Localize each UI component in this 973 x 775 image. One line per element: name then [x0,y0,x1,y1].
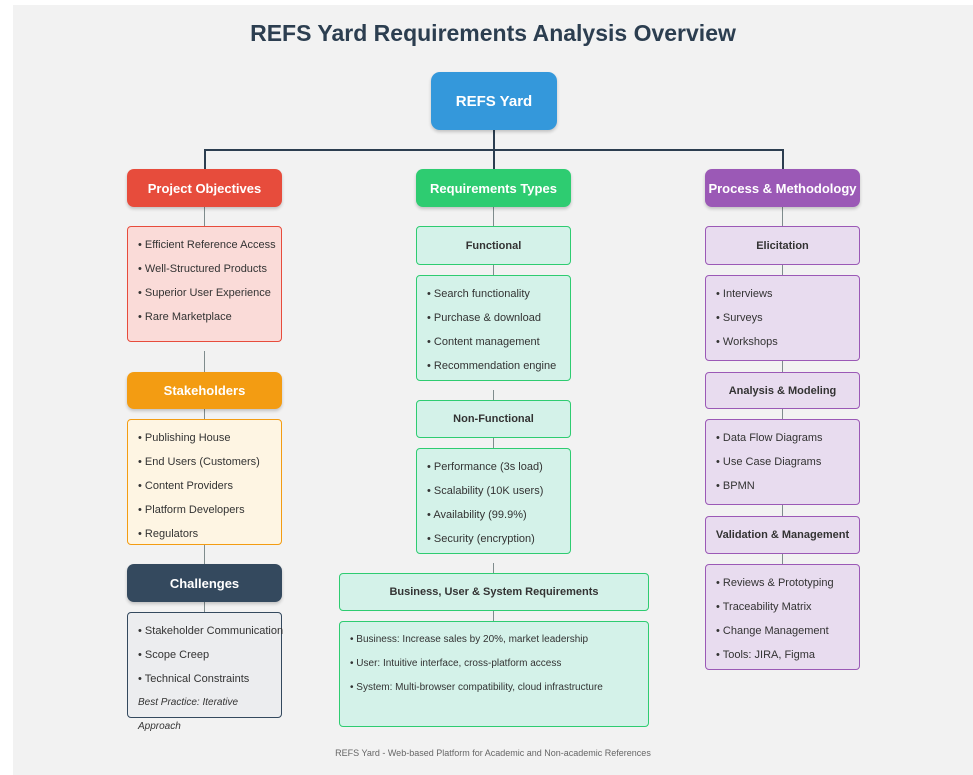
functional-label: Functional [416,226,571,265]
root-node: REFS Yard [431,72,557,130]
connector-objectives [204,207,205,226]
connector-horizontal [204,149,784,151]
connector-process [782,207,783,226]
elicitation-box: Interviews Surveys Workshops [705,275,860,361]
analysis-box: Data Flow Diagrams Use Case Diagrams BPM… [705,419,860,505]
process-header: Process & Methodology [705,169,860,207]
elicitation-label: Elicitation [705,226,860,265]
objectives-box: Efficient Reference Access Well-Structur… [127,226,282,342]
bus-item: System: Multi-browser compatibility, clo… [350,676,648,700]
nonfunctional-item: Performance (3s load) [427,455,570,479]
objective-item: Superior User Experience [138,281,281,305]
connector-left-down [204,149,206,169]
connector-bus [493,611,494,621]
challenge-item: Scope Creep [138,643,281,667]
best-practice-note: Best Practice: Iterative Approach [138,697,239,732]
validation-item: Reviews & Prototyping [716,571,859,595]
analysis-item: Use Case Diagrams [716,450,859,474]
objectives-header: Project Objectives [127,169,282,207]
diagram-title: REFS Yard Requirements Analysis Overview [250,20,736,46]
objective-item: Efficient Reference Access [138,233,281,257]
validation-box: Reviews & Prototyping Traceability Matri… [705,564,860,670]
connector-nonfunctional-bus [493,563,494,573]
validation-item: Traceability Matrix [716,595,859,619]
challenge-item: Technical Constraints [138,667,281,691]
bus-label: Business, User & System Requirements [339,573,649,611]
stakeholder-item: Platform Developers [138,498,281,522]
footer-caption: REFS Yard - Web-based Platform for Acade… [335,748,651,758]
validation-item: Change Management [716,619,859,643]
challenges-box: Stakeholder Communication Scope Creep Te… [127,612,283,732]
elicitation-item: Interviews [716,282,859,306]
analysis-item: BPMN [716,474,859,498]
connector-nonfunctional [493,438,494,448]
connector-analysis [782,409,783,419]
connector-validation [782,554,783,564]
connector-analysis-validation [782,505,783,516]
nonfunctional-box: Performance (3s load) Scalability (10K u… [416,448,571,554]
nonfunctional-item: Scalability (10K users) [427,479,570,503]
stakeholders-header: Stakeholders [127,372,282,409]
connector-functional [493,265,494,275]
bus-item: Business: Increase sales by 20%, market … [350,628,648,652]
challenges-header: Challenges [127,564,282,602]
elicitation-item: Workshops [716,330,859,354]
requirements-header: Requirements Types [416,169,571,207]
connector-requirements [493,207,494,226]
objective-item: Rare Marketplace [138,305,281,329]
connector-elicitation [782,265,783,275]
stakeholder-item: Content Providers [138,474,281,498]
bus-item: User: Intuitive interface, cross-platfor… [350,652,648,676]
connector-stakeholders-challenges [204,545,205,564]
validation-item: Tools: JIRA, Figma [716,643,859,667]
nonfunctional-item: Availability (99.9%) [427,503,570,527]
stakeholder-item: End Users (Customers) [138,450,281,474]
bus-box: Business: Increase sales by 20%, market … [339,621,649,727]
functional-item: Content management [427,330,570,354]
connector-functional-nonfunctional [493,390,494,400]
nonfunctional-item: Security (encryption) [427,527,570,551]
stakeholder-item: Publishing House [138,426,281,450]
validation-label: Validation & Management [705,516,860,554]
stakeholders-box: Publishing House End Users (Customers) C… [127,419,282,545]
challenge-item: Stakeholder Communication [138,619,283,643]
nonfunctional-label: Non-Functional [416,400,571,438]
functional-item: Purchase & download [427,306,570,330]
functional-item: Recommendation engine [427,354,570,378]
connector-right-down [782,149,784,169]
objective-item: Well-Structured Products [138,257,281,281]
connector-stakeholders [204,409,205,419]
elicitation-item: Surveys [716,306,859,330]
analysis-item: Data Flow Diagrams [716,426,859,450]
connector-challenges [204,602,205,612]
stakeholder-item: Regulators [138,522,281,546]
functional-item: Search functionality [427,282,570,306]
analysis-label: Analysis & Modeling [705,372,860,409]
functional-box: Search functionality Purchase & download… [416,275,571,381]
connector-elicitation-analysis [782,361,783,372]
connector-objectives-stakeholders [204,351,205,372]
